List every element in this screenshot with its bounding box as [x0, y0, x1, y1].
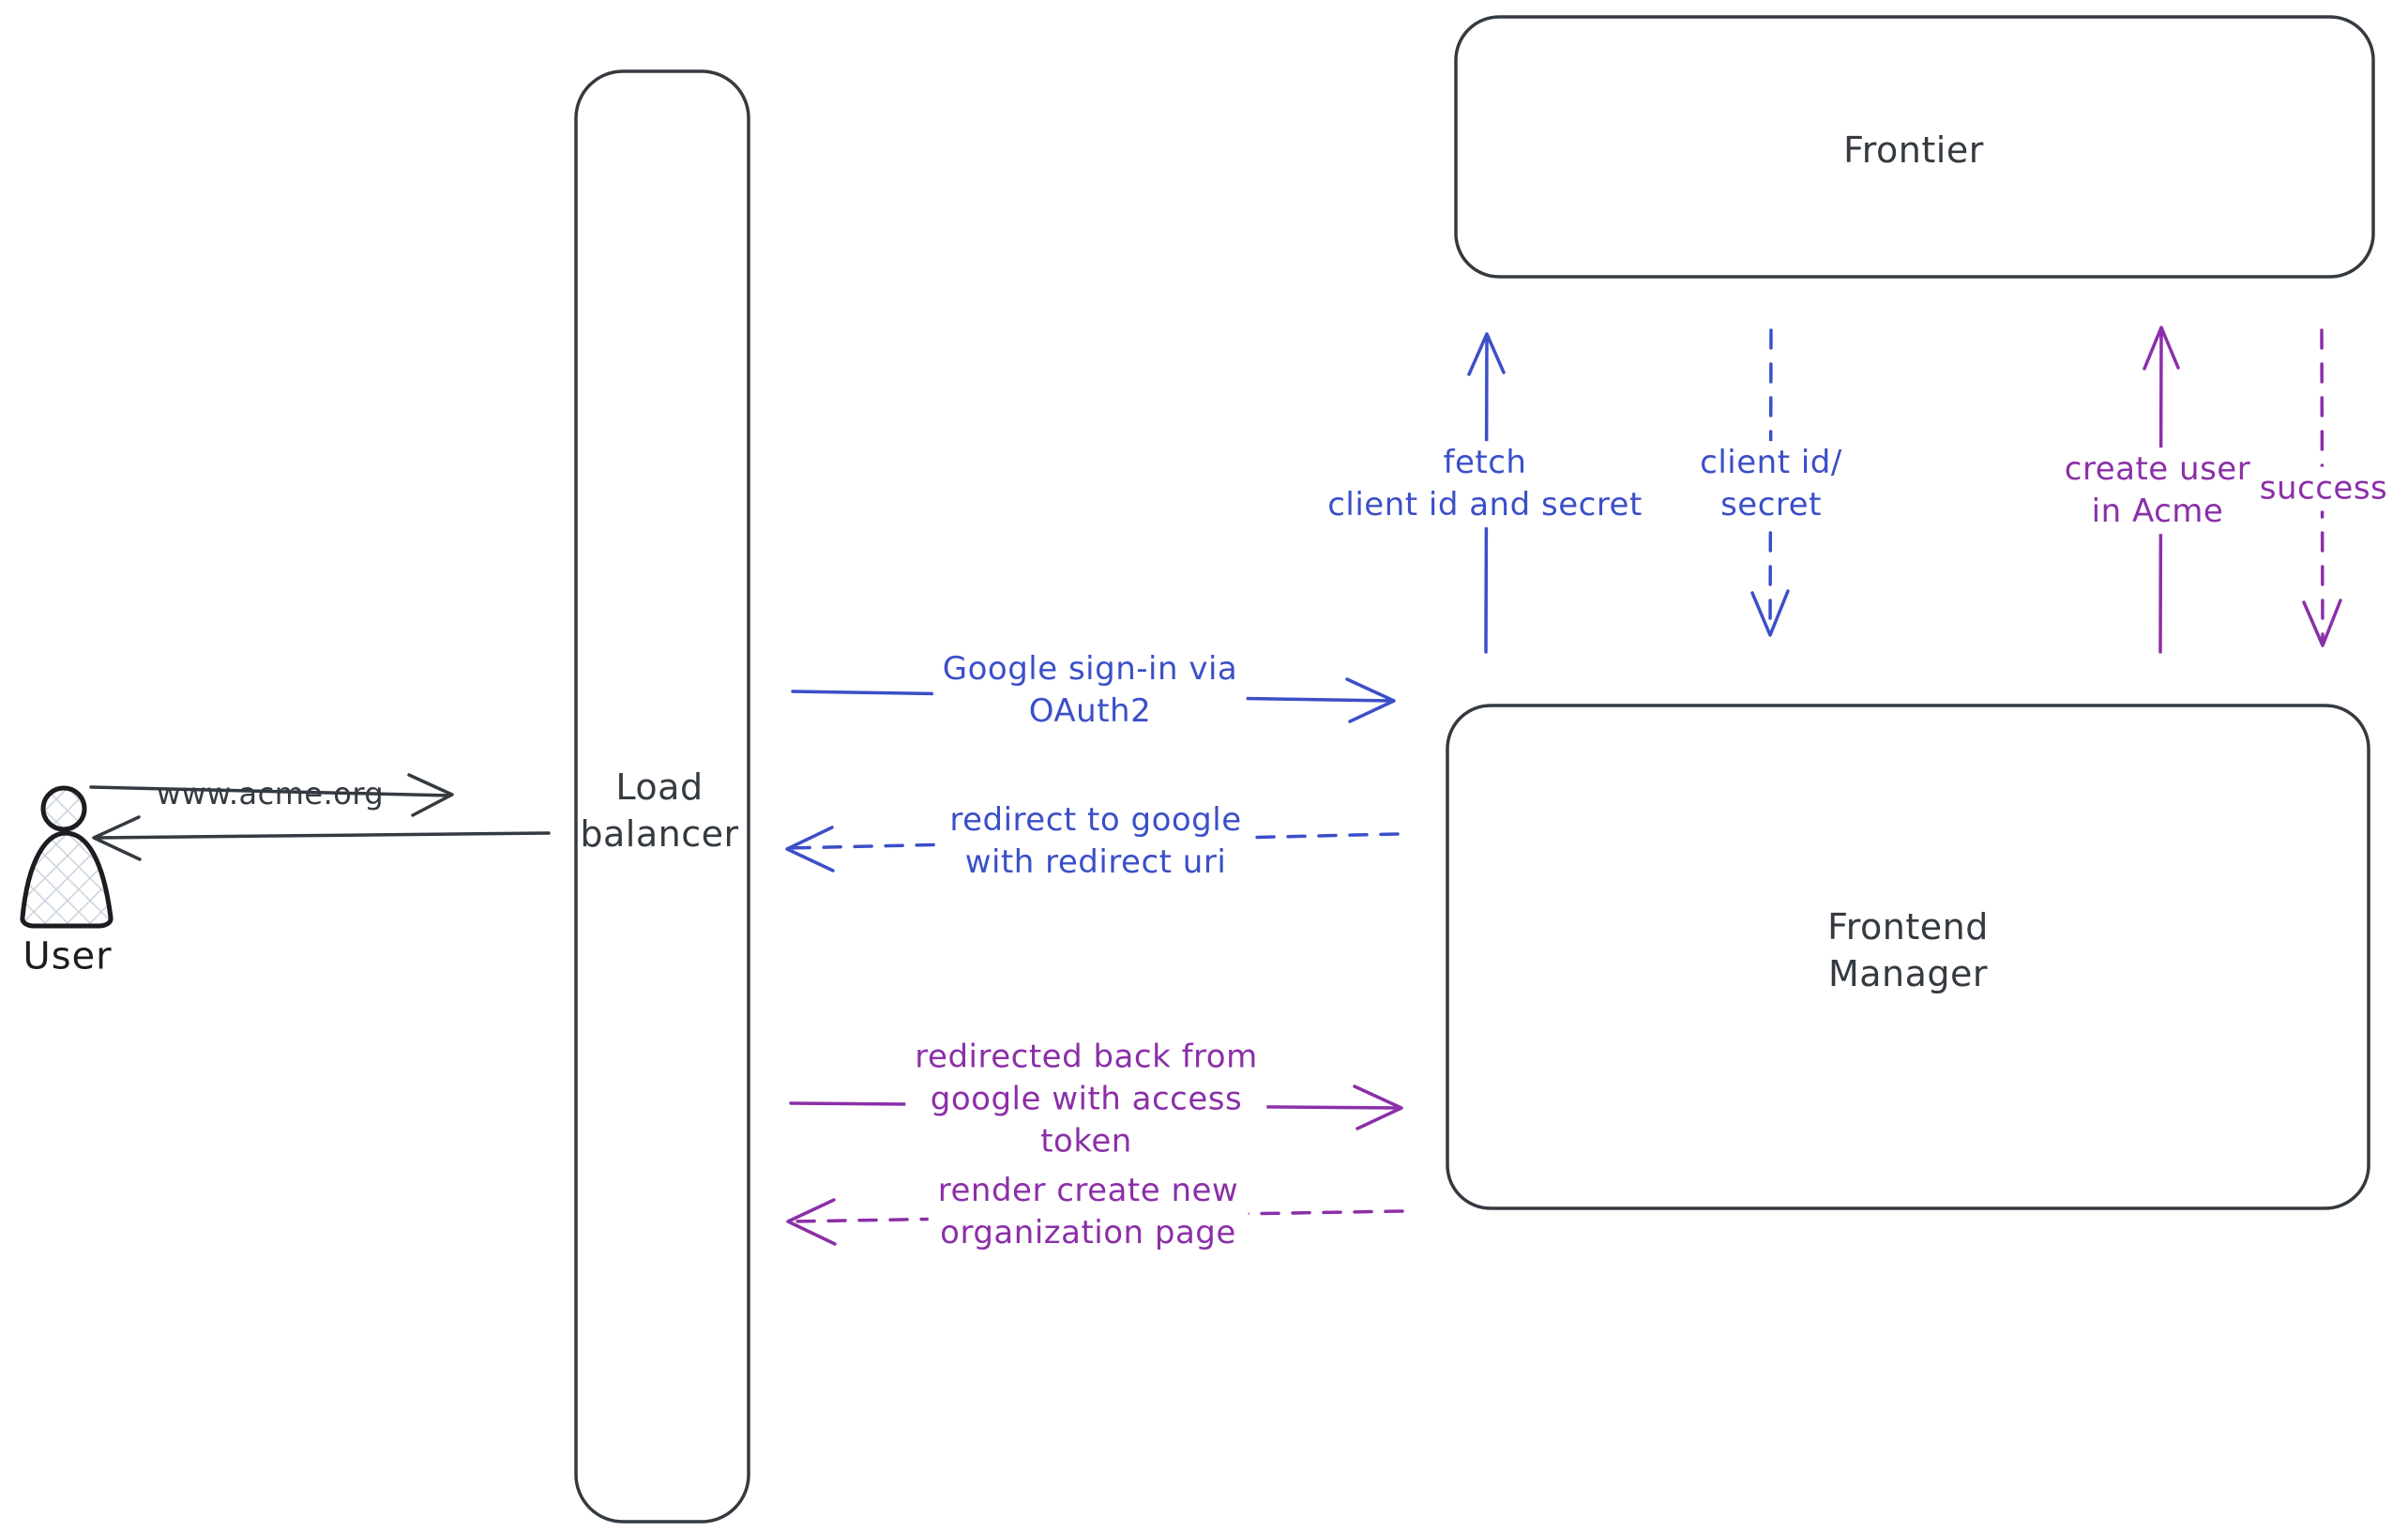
arrow-success[interactable] [2302, 328, 2342, 647]
user-body [20, 830, 114, 929]
frontend-manager-label: Frontend Manager [1827, 905, 1989, 994]
edge-label-render-page: render create new organization page [928, 1169, 1249, 1255]
edge-label-google-signin: Google sign-in via OAuth2 [932, 647, 1248, 734]
user-figure[interactable] [20, 785, 114, 929]
edge-label-redirected-back: redirected back from google with access … [905, 1035, 1267, 1164]
load-balancer-box[interactable] [574, 69, 750, 1524]
edge-label-success: success [2249, 466, 2398, 511]
edge-label-create-user: create user in Acme [2054, 447, 2261, 534]
frontier-label: Frontier [1843, 129, 1984, 171]
arrow-redirect-google[interactable] [785, 826, 1400, 872]
arrow-acme-response[interactable] [92, 815, 551, 861]
edge-label-redirect-google: redirect to google with redirect uri [940, 798, 1251, 885]
user-label: User [23, 934, 113, 978]
edge-label-fetch-client: fetch client id and secret [1318, 441, 1652, 527]
frontend-manager-box[interactable] [1446, 704, 2370, 1210]
arrow-acme-request[interactable] [89, 773, 454, 817]
edge-label-client-id-secret: client id/ secret [1690, 441, 1852, 527]
user-head [40, 785, 87, 832]
arrow-render-page[interactable] [786, 1198, 1404, 1246]
edge-label-acme-request: www.acme.org [156, 775, 385, 812]
frontier-box[interactable] [1454, 15, 2375, 279]
load-balancer-label: Load balancer [580, 766, 739, 855]
